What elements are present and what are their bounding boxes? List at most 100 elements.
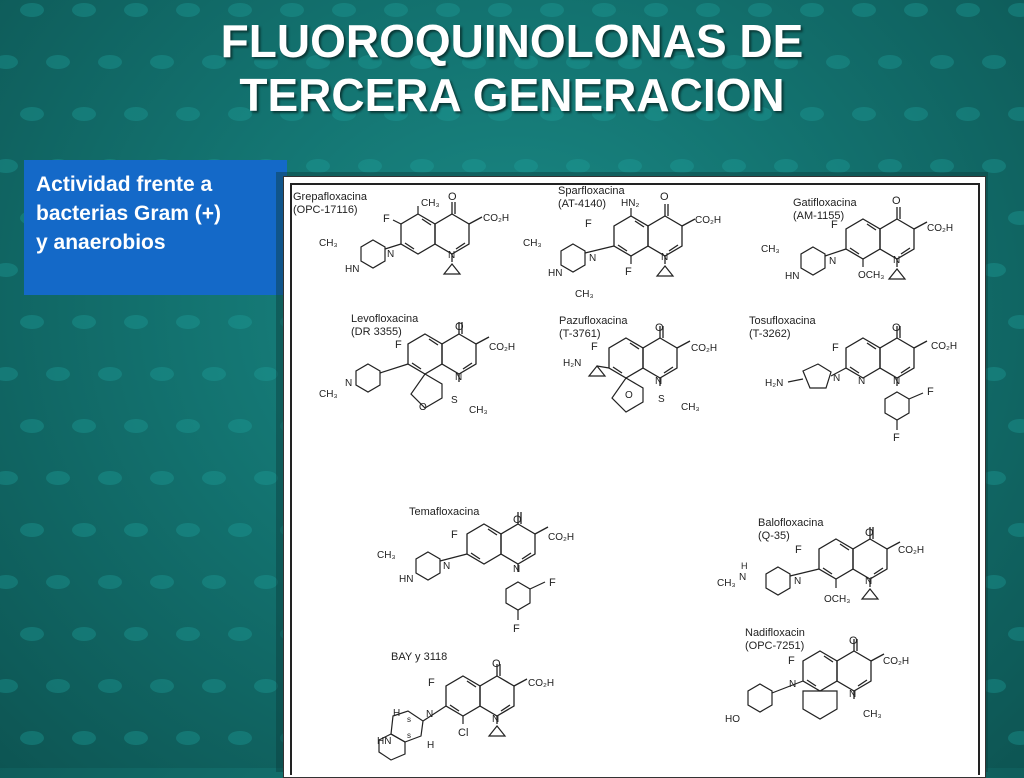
background-dot	[228, 731, 252, 745]
atom-h: H	[427, 740, 434, 751]
atom-n: N	[893, 376, 900, 387]
background-dot	[670, 159, 694, 173]
background-dot	[956, 107, 980, 121]
compound-name: Levofloxacina	[351, 313, 419, 325]
background-dot	[72, 419, 96, 433]
background-dot	[0, 55, 18, 69]
background-dot	[150, 575, 174, 589]
background-dot	[124, 3, 148, 17]
atom-o: O	[513, 514, 522, 526]
atom-s-stereo: s	[407, 731, 411, 740]
background-dot	[358, 55, 382, 69]
compound-name: Sparfloxacina	[558, 185, 626, 197]
atom-o: O	[492, 658, 501, 670]
atom-co2h: CO₂H	[931, 341, 957, 352]
atom-o: O	[419, 402, 427, 413]
background-dot	[280, 107, 304, 121]
background-dot	[202, 367, 226, 381]
atom-s: S	[658, 394, 665, 405]
compound-name: Balofloxacina	[758, 517, 824, 529]
background-dot	[774, 55, 798, 69]
compound-code: (OPC-7251)	[745, 640, 804, 652]
background-dot	[0, 679, 18, 693]
background-dot	[202, 55, 226, 69]
background-dot	[878, 159, 902, 173]
background-dot	[410, 55, 434, 69]
atom-n: N	[893, 255, 900, 266]
background-dot	[306, 55, 330, 69]
atom-ch3: CH₃	[717, 578, 736, 589]
background-dot	[462, 159, 486, 173]
compound-code: (AT-4140)	[558, 198, 606, 210]
background-dot	[46, 575, 70, 589]
atom-s-stereo: s	[407, 715, 411, 724]
background-dot	[514, 55, 538, 69]
background-dot	[20, 315, 44, 329]
atom-h2n: H₂N	[563, 358, 581, 369]
background-dot	[150, 367, 174, 381]
background-dot	[488, 3, 512, 17]
atom-o: O	[849, 635, 858, 647]
background-dot	[176, 3, 200, 17]
background-dot	[0, 159, 18, 173]
activity-note-line-2: bacterias Gram (+)	[36, 202, 222, 225]
background-dot	[98, 471, 122, 485]
background-dot	[202, 575, 226, 589]
background-dot	[696, 107, 720, 121]
background-dot	[72, 107, 96, 121]
compound-name: Tosufloxacina	[749, 315, 817, 327]
atom-f: F	[831, 219, 838, 231]
background-dot	[540, 107, 564, 121]
background-dot	[176, 731, 200, 745]
atom-o: O	[448, 191, 457, 203]
atom-n: N	[492, 714, 499, 725]
compound-name: Grepafloxacina	[293, 191, 368, 203]
atom-ch3: CH₃	[523, 238, 542, 249]
chemical-structures: Grepafloxacina (OPC-17116) CH₃ F O CO₂H …	[293, 185, 957, 761]
background-dot	[20, 523, 44, 537]
compound-name: BAY y 3118	[391, 651, 447, 663]
background-dot	[332, 3, 356, 17]
background-dot	[696, 3, 720, 17]
background-dot	[0, 263, 18, 277]
background-dot	[566, 55, 590, 69]
background-dot	[98, 367, 122, 381]
atom-co2h: CO₂H	[528, 678, 554, 689]
background-dot	[644, 107, 668, 121]
atom-o: O	[655, 322, 664, 334]
atom-n: N	[789, 679, 796, 690]
atom-co2h: CO₂H	[483, 213, 509, 224]
activity-note-box: Actividad frente a bacterias Gram (+) y …	[24, 160, 287, 295]
background-dot	[384, 107, 408, 121]
atom-n: N	[513, 564, 520, 575]
structure-pazufloxacina: Pazufloxacina (T-3761) F O CO₂H N O S CH…	[559, 315, 717, 413]
background-dot	[800, 107, 824, 121]
background-dot	[982, 679, 1006, 693]
background-dot	[436, 107, 460, 121]
compound-name: Gatifloxacina	[793, 197, 857, 209]
atom-n: N	[443, 561, 450, 572]
background-dot	[982, 55, 1006, 69]
atom-co2h: CO₂H	[695, 215, 721, 226]
background-dot	[1008, 315, 1024, 329]
background-dot	[202, 679, 226, 693]
atom-n: N	[426, 709, 433, 720]
background-dot	[98, 575, 122, 589]
background-dot	[722, 159, 746, 173]
background-dot	[384, 3, 408, 17]
background-dot	[982, 471, 1006, 485]
atom-f: F	[795, 544, 802, 556]
background-dot	[202, 471, 226, 485]
background-dot	[254, 575, 278, 589]
background-dot	[800, 3, 824, 17]
atom-n: N	[858, 376, 865, 387]
background-dot	[176, 107, 200, 121]
atom-och3: OCH₃	[824, 594, 850, 605]
background-dot	[124, 731, 148, 745]
background-dot	[1008, 3, 1024, 17]
atom-f: F	[591, 341, 598, 353]
background-dot	[176, 523, 200, 537]
background-dot	[228, 107, 252, 121]
background-dot	[878, 55, 902, 69]
background-dot	[228, 315, 252, 329]
